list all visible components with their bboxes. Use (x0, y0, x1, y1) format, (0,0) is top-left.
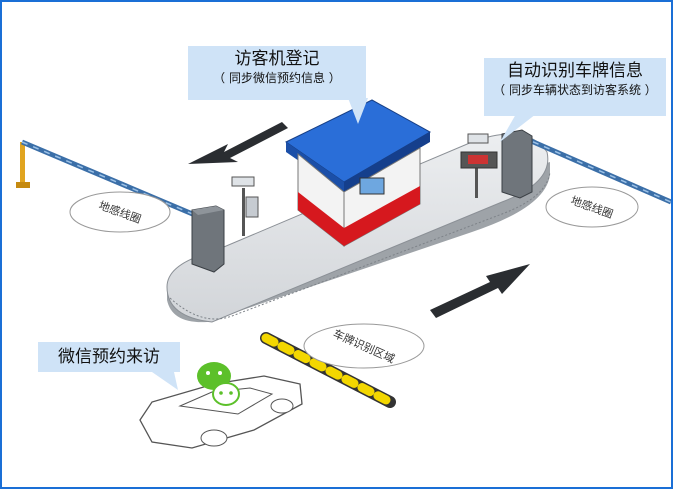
plate-zone-oval (303, 323, 425, 369)
callout-wechat-booking: 微信预约来访 (38, 342, 180, 372)
callout-pointer-wechat (152, 372, 178, 390)
arrow-left-icon (188, 122, 288, 164)
loop-right-oval (545, 186, 639, 228)
callout-subtitle: （ 同步车辆状态到访客系统 ） (493, 83, 657, 97)
wechat-icon (197, 362, 240, 406)
callout-title: 自动识别车牌信息 (507, 61, 643, 81)
right-barrier (501, 129, 671, 205)
callout-title: 微信预约来访 (58, 347, 160, 367)
arrow-right-icon (430, 264, 530, 318)
callout-pointer-plate (500, 114, 536, 142)
left-barrier (16, 139, 225, 273)
loop-left-oval (69, 191, 171, 233)
speed-bump (260, 332, 396, 408)
guard-booth (285, 99, 432, 248)
callout-plate-recognition: 自动识别车牌信息 （ 同步车辆状态到访客系统 ） (484, 58, 666, 116)
right-camera (460, 133, 498, 198)
callout-subtitle: （ 同步微信预约信息 ） (213, 71, 341, 85)
callout-visitor-register: 访客机登记 （ 同步微信预约信息 ） (188, 46, 366, 100)
left-camera (231, 176, 259, 236)
callout-pointer-register (348, 98, 368, 124)
callout-title: 访客机登记 (234, 49, 320, 69)
